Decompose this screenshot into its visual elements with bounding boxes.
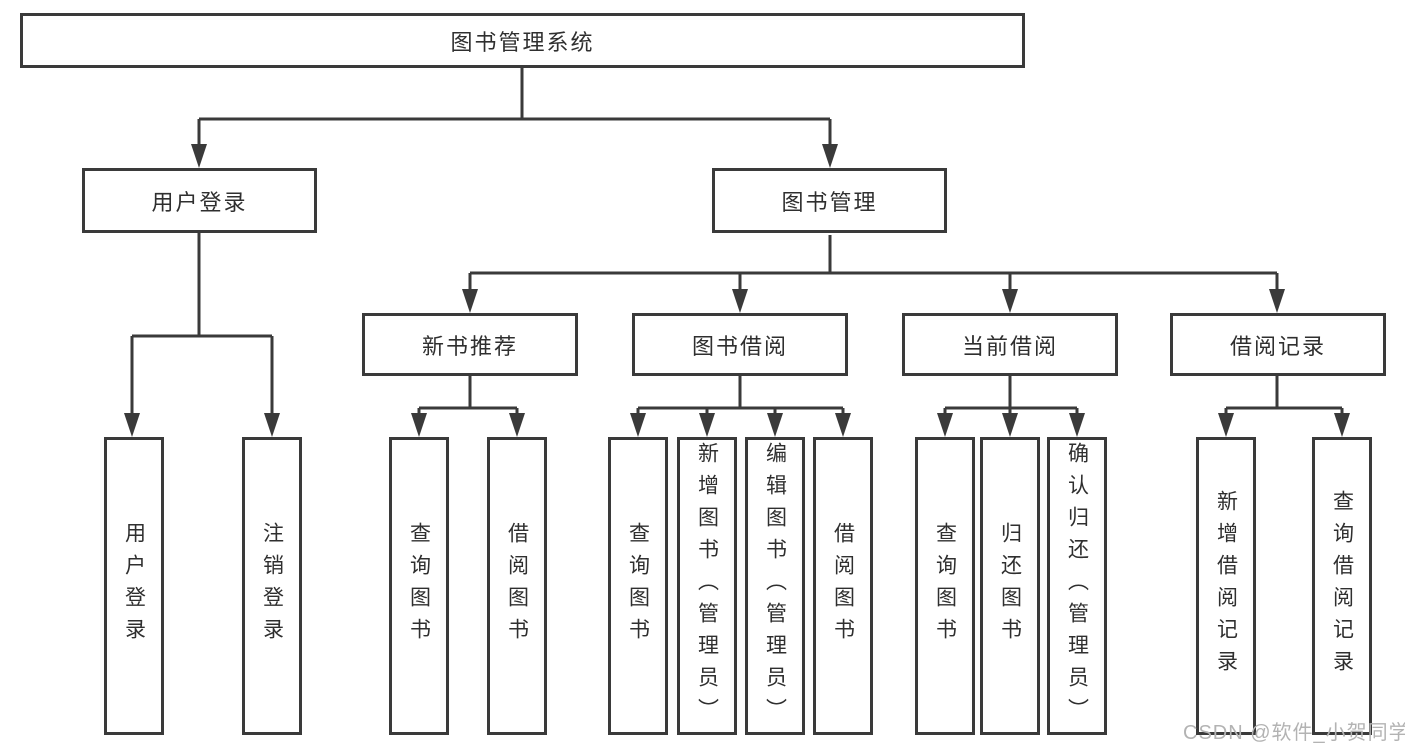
node-new-book-recommendation: 新书推荐 — [362, 313, 578, 376]
leaf-user-login-label: 用户登录 — [122, 522, 146, 650]
arrow-down-icon — [699, 413, 715, 437]
node-book-management-label: 图书管理 — [781, 189, 878, 215]
leaf-newrec-query-books-label: 查询图书 — [407, 522, 431, 650]
leaf-current-query-books: 查询图书 — [915, 437, 975, 735]
arrow-down-icon — [264, 413, 280, 437]
leaf-borrowing-edit-books-admin-label: 编辑图书（管理员） — [763, 442, 787, 730]
node-borrowing-records: 借阅记录 — [1170, 313, 1386, 376]
arrow-down-icon — [835, 413, 851, 437]
leaf-logout: 注销登录 — [242, 437, 302, 735]
arrow-down-icon — [1334, 413, 1350, 437]
leaf-borrowing-edit-books-admin: 编辑图书（管理员） — [745, 437, 805, 735]
leaf-records-add-record: 新增借阅记录 — [1196, 437, 1256, 735]
leaf-borrowing-add-books-admin: 新增图书（管理员） — [677, 437, 737, 735]
arrow-down-icon — [732, 289, 748, 313]
arrow-down-icon — [124, 413, 140, 437]
arrow-down-icon — [822, 144, 838, 168]
leaf-user-login: 用户登录 — [104, 437, 164, 735]
leaf-logout-label: 注销登录 — [260, 522, 284, 650]
leaf-newrec-borrow-books: 借阅图书 — [487, 437, 547, 735]
arrow-down-icon — [630, 413, 646, 437]
node-borrowing-records-label: 借阅记录 — [1229, 333, 1326, 359]
arrow-down-icon — [462, 289, 478, 313]
node-book-borrowing-label: 图书借阅 — [691, 333, 788, 359]
node-current-borrowing: 当前借阅 — [902, 313, 1118, 376]
arrow-down-icon — [191, 144, 207, 168]
node-user-login-label: 用户登录 — [151, 189, 248, 215]
node-book-management: 图书管理 — [712, 168, 947, 233]
leaf-newrec-borrow-books-label: 借阅图书 — [505, 522, 529, 650]
node-root-label: 图书管理系统 — [450, 29, 595, 55]
node-root: 图书管理系统 — [20, 13, 1025, 68]
node-new-book-recommendation-label: 新书推荐 — [421, 333, 518, 359]
node-book-borrowing: 图书借阅 — [632, 313, 848, 376]
arrow-down-icon — [509, 413, 525, 437]
leaf-newrec-query-books: 查询图书 — [389, 437, 449, 735]
leaf-records-add-record-label: 新增借阅记录 — [1214, 490, 1238, 682]
arrow-down-icon — [937, 413, 953, 437]
arrow-down-icon — [767, 413, 783, 437]
arrow-down-icon — [411, 413, 427, 437]
leaf-current-query-books-label: 查询图书 — [933, 522, 957, 650]
leaf-current-return-books-label: 归还图书 — [998, 522, 1022, 650]
csdn-watermark: CSDN @软件_小贺同学 — [1183, 722, 1405, 744]
arrow-down-icon — [1069, 413, 1085, 437]
arrow-down-icon — [1269, 289, 1285, 313]
leaf-borrowing-query-books-label: 查询图书 — [626, 522, 650, 650]
leaf-current-return-books: 归还图书 — [980, 437, 1040, 735]
arrow-down-icon — [1002, 413, 1018, 437]
leaf-current-confirm-return-admin: 确认归还（管理员） — [1047, 437, 1107, 735]
leaf-records-query-record-label: 查询借阅记录 — [1330, 490, 1354, 682]
arrow-down-icon — [1002, 289, 1018, 313]
leaf-borrowing-query-books: 查询图书 — [608, 437, 668, 735]
leaf-borrowing-add-books-admin-label: 新增图书（管理员） — [695, 442, 719, 730]
arrow-down-icon — [1218, 413, 1234, 437]
leaf-borrowing-borrow-books-label: 借阅图书 — [831, 522, 855, 650]
leaf-borrowing-borrow-books: 借阅图书 — [813, 437, 873, 735]
node-user-login: 用户登录 — [82, 168, 317, 233]
node-current-borrowing-label: 当前借阅 — [961, 333, 1058, 359]
leaf-current-confirm-return-admin-label: 确认归还（管理员） — [1065, 442, 1089, 730]
leaf-records-query-record: 查询借阅记录 — [1312, 437, 1372, 735]
